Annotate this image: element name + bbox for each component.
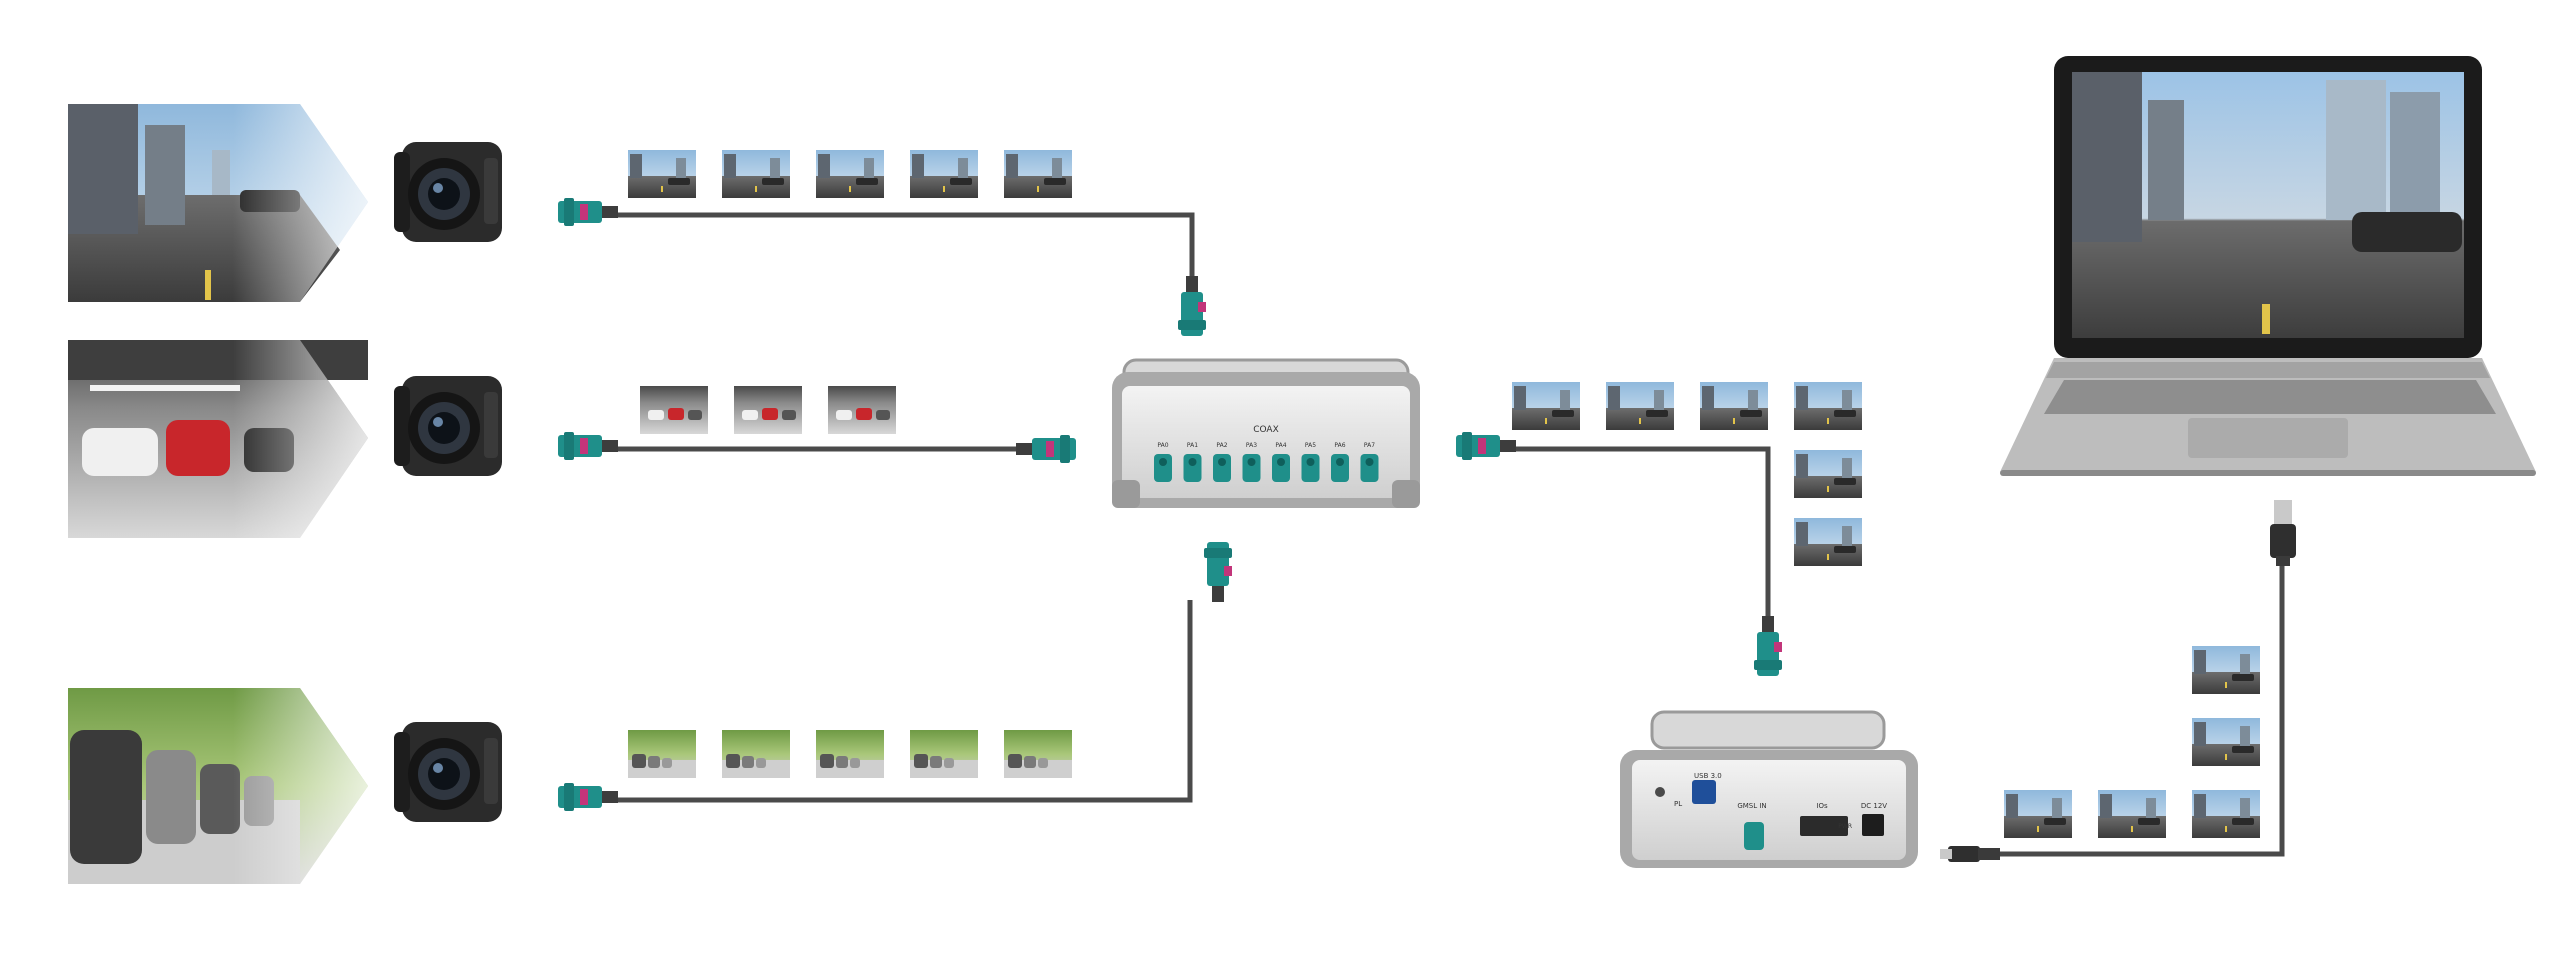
video-frame-icon: [1794, 382, 1862, 430]
video-frame-icon: [1794, 586, 1862, 632]
usb-cable: [1996, 556, 2285, 857]
video-frame-icon: [1512, 382, 1580, 430]
fakra-connector-icon: [1204, 542, 1232, 602]
hub-port-7[interactable]: [1360, 454, 1379, 482]
video-frame-icon: [828, 386, 896, 434]
gmsl-in-label: GMSL IN: [1737, 802, 1766, 810]
laptop-icon: [2000, 56, 2536, 476]
hub-port-socket-icon: [1365, 458, 1374, 466]
fakra-connector-icon: [1178, 276, 1206, 336]
coax-cable-3: [618, 600, 1193, 803]
hub-port-6[interactable]: [1331, 454, 1349, 482]
touchpad: [2188, 418, 2348, 458]
fakra-connector-icon: [1016, 435, 1076, 463]
fakra-connector-icon: [558, 198, 618, 226]
hub-port-socket-icon: [1277, 458, 1285, 466]
video-frame-icon: [2192, 790, 2260, 838]
camera-icon: [394, 376, 502, 476]
hub-port-0[interactable]: [1154, 454, 1172, 482]
scene-parking-icon: [68, 340, 368, 538]
video-frame-icon: [640, 386, 708, 434]
video-frame-icon: [1098, 730, 1166, 778]
video-frame-icon: [816, 150, 884, 198]
fakra-connector-icon: [558, 432, 618, 460]
video-frame-icon: [816, 730, 884, 778]
video-frame-icon: [2192, 572, 2260, 620]
hub-top-label: COAX: [1253, 425, 1279, 435]
video-frame-icon: [722, 150, 790, 198]
hub-port-label: PA1: [1187, 442, 1198, 449]
frame-sequence-5: [2004, 572, 2260, 838]
camera-icon: [394, 722, 502, 822]
usb-plug-icon: [1940, 846, 2000, 862]
frame-sequence-1: [628, 150, 1166, 198]
hub-port-label: PA5: [1305, 442, 1316, 449]
video-frame-icon: [2192, 718, 2260, 766]
hub-port-socket-icon: [1306, 458, 1315, 466]
dc-12v-label: DC 12V: [1861, 802, 1887, 810]
video-frame-icon: [2098, 790, 2166, 838]
usb-port-label: USB 3.0: [1694, 772, 1722, 780]
scene-road-icon: [68, 104, 368, 302]
hub-port-socket-icon: [1336, 458, 1344, 466]
video-frame-icon: [1606, 382, 1674, 430]
hub-port-3[interactable]: [1242, 454, 1261, 482]
video-frame-icon: [734, 386, 802, 434]
hub-port-1[interactable]: [1183, 454, 1202, 482]
video-frame-icon: [922, 386, 990, 434]
hub-port-label: PA2: [1216, 442, 1227, 449]
video-frame-icon: [1004, 730, 1072, 778]
video-frame-icon: [1794, 450, 1862, 498]
usb3-port-icon[interactable]: [1692, 780, 1716, 804]
video-frame-icon: [628, 730, 696, 778]
scene-street-icon: [68, 688, 368, 884]
video-frame-icon: [2004, 790, 2072, 838]
hub-port-socket-icon: [1247, 458, 1256, 466]
coax-cable-4: [1516, 446, 1771, 620]
usb-plug-icon: [2270, 500, 2296, 566]
video-frame-icon: [910, 150, 978, 198]
hub-port-label: PA4: [1275, 442, 1286, 449]
hub-port-4[interactable]: [1272, 454, 1290, 482]
pl-label: PL: [1674, 800, 1682, 808]
hub-port-label: PA3: [1246, 442, 1257, 449]
pwr-label: PWR: [1838, 823, 1852, 830]
hub-port-label: PA6: [1334, 442, 1345, 449]
hub-port-socket-icon: [1159, 458, 1167, 466]
video-frame-icon: [628, 150, 696, 198]
gmsl-hub: COAX PA0 PA1 PA2 PA3 PA4 PA5 PA6 PA7: [1112, 358, 1420, 508]
camera-icon: [394, 142, 502, 242]
video-frame-icon: [1794, 518, 1862, 566]
power-jack-icon[interactable]: [1862, 814, 1884, 836]
hub-port-5[interactable]: [1301, 454, 1320, 482]
pl-indicator-icon: [1655, 787, 1665, 797]
video-frame-icon: [2192, 646, 2260, 694]
hub-port-socket-icon: [1188, 458, 1197, 466]
video-frame-icon: [722, 730, 790, 778]
gmsl-in-port-icon[interactable]: [1744, 822, 1764, 850]
ios-label: IOs: [1816, 802, 1828, 810]
hub-port-2[interactable]: [1213, 454, 1231, 482]
video-frame-icon: [1098, 150, 1166, 198]
io-terminal-icon[interactable]: [1800, 816, 1848, 836]
video-frame-icon: [1700, 382, 1768, 430]
hub-port-label: PA0: [1157, 442, 1168, 449]
hub-port-socket-icon: [1218, 458, 1226, 466]
frame-sequence-4: [1512, 382, 1862, 632]
fakra-connector-icon: [1456, 432, 1516, 460]
video-frame-icon: [910, 730, 978, 778]
fakra-connector-icon: [558, 783, 618, 811]
hub-ports: PA0 PA1 PA2 PA3 PA4 PA5 PA6 PA7: [1154, 442, 1379, 482]
frame-sequence-3: [628, 730, 1166, 778]
hub-port-label: PA7: [1364, 442, 1375, 449]
frame-sequence-2: [640, 386, 990, 434]
coax-cables: [618, 212, 2285, 857]
frame-grabber: PL USB 3.0 GMSL IN IOs DC 12V PWR: [1620, 710, 1918, 868]
fakra-connector-icon: [1754, 616, 1782, 676]
video-frame-icon: [1004, 150, 1072, 198]
coax-cable-1: [618, 212, 1195, 280]
